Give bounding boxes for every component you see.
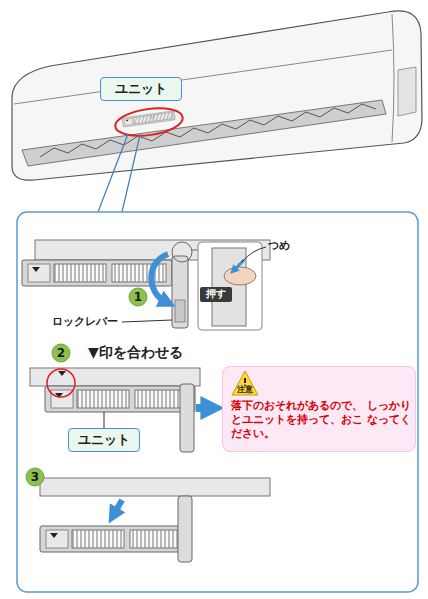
zoom-line (122, 135, 140, 212)
part-label-box: ユニット (100, 77, 182, 101)
step-number: 2 (51, 343, 71, 363)
lock-lever (172, 256, 188, 328)
lock-lever (180, 384, 194, 452)
leader-line (122, 320, 172, 322)
leader-line (242, 247, 266, 262)
exclamation-bar (244, 378, 246, 383)
zoom-inset (198, 242, 262, 330)
aircon-edge (14, 50, 392, 104)
step-number-text: 3 (31, 470, 39, 485)
step-number-text: 1 (134, 290, 142, 305)
alignment-mark (58, 371, 66, 376)
part-label: ロックレバー (52, 314, 118, 329)
push-tag: 押す (200, 287, 232, 302)
highlight-ellipse (114, 104, 185, 139)
louver (40, 104, 376, 157)
part-label-box-text: ユニット (78, 432, 130, 448)
aircon-side (392, 14, 394, 142)
push-tag-text: 押す (206, 288, 226, 301)
step-circle (129, 288, 147, 306)
aircon-body (12, 11, 422, 180)
warning-icon-text: 注意 (237, 385, 253, 395)
step-circle (26, 468, 44, 486)
warning-triangle (232, 371, 258, 395)
lock-lever-grip (175, 300, 185, 322)
part-label: つめ (268, 238, 290, 253)
part-label-box-text: ユニット (115, 81, 167, 97)
aircon-outlet (22, 100, 386, 166)
instruction-text: ▼印を合わせる (88, 344, 183, 362)
magnifier-line (192, 250, 198, 251)
remove-arrow (114, 500, 122, 514)
unit-illustration (45, 386, 195, 412)
slide-arrow (196, 404, 210, 412)
step-number-text: 2 (57, 346, 65, 361)
rotate-arrow (151, 254, 168, 302)
detail-panel (17, 212, 418, 592)
step-number: 1 (128, 287, 148, 307)
part-label-box: ユニット (68, 428, 140, 452)
caution-box-text: 落下のおそれがあるので、 しっかりとユニットを持って、おこ なってください。 (231, 399, 411, 440)
aircon-display (398, 67, 416, 116)
aircon-bezel (40, 478, 270, 496)
leader-line (104, 412, 105, 428)
step-circle (52, 344, 70, 362)
warning-icon: 注意 (231, 370, 259, 396)
step-number: 3 (25, 467, 45, 487)
unit-illustration (40, 526, 190, 552)
magnifier (172, 242, 192, 262)
lock-lever (178, 496, 192, 562)
zoom-line (98, 134, 128, 212)
highlight-circle (47, 369, 75, 397)
caution-box: 落下のおそれがあるので、 しっかりとユニットを持って、おこ なってください。 注意 (222, 366, 416, 452)
finger (224, 267, 256, 285)
